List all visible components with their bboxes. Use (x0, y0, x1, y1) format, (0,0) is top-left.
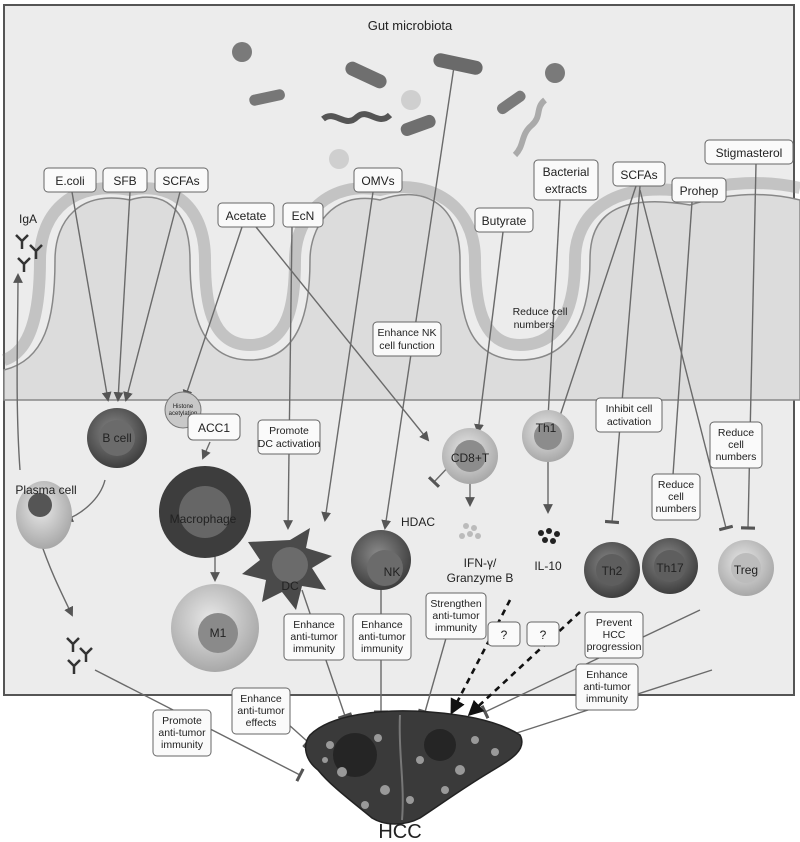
svg-text:Enhance: Enhance (361, 619, 403, 631)
ifn-label-2: Granzyme B (447, 571, 514, 585)
svg-text:Promote: Promote (269, 425, 309, 437)
svg-text:progression: progression (587, 641, 642, 653)
label-prohep: Prohep (680, 184, 719, 198)
liver-hcc (304, 710, 523, 825)
immune-cells: B cell Plasma cell Histone acetylation A… (15, 391, 774, 672)
svg-text:anti-tumor: anti-tumor (583, 681, 631, 693)
svg-text:Enhance NK: Enhance NK (378, 327, 437, 339)
svg-text:effects: effects (246, 717, 277, 729)
cell-dc: DC (281, 579, 299, 593)
svg-text:immunity: immunity (586, 693, 629, 705)
svg-text:Reduce cell: Reduce cell (513, 306, 568, 318)
cell-th2: Th2 (602, 564, 623, 578)
label-scfas-2: SCFAs (620, 168, 657, 182)
q-label-2: ? (540, 628, 547, 642)
svg-text:Enhance: Enhance (293, 619, 335, 631)
histone-line-2: acetylation (169, 411, 198, 417)
label-omvs: OMVs (361, 174, 394, 188)
svg-text:Reduce: Reduce (658, 479, 694, 491)
label-butyrate: Butyrate (482, 214, 527, 228)
il10-granules (538, 528, 560, 544)
microbes (232, 42, 565, 169)
label-ecoli: E.coli (55, 174, 84, 188)
svg-text:anti-tumor: anti-tumor (358, 631, 406, 643)
microbe-label-boxes: E.coli SFB SCFAs Acetate EcN OMVs Butyra… (43, 139, 794, 233)
label-scfas-1: SCFAs (162, 174, 199, 188)
svg-text:numbers: numbers (716, 451, 757, 463)
label-extracts: extracts (545, 182, 587, 196)
iga-label: IgA (19, 212, 37, 226)
svg-text:Strengthen: Strengthen (430, 598, 482, 610)
svg-text:immunity: immunity (435, 622, 478, 634)
title-gut-microbiota: Gut microbiota (368, 18, 453, 33)
svg-text:immunity: immunity (161, 739, 204, 751)
ifn-label-1: IFN-γ/ (464, 556, 497, 570)
svg-text:numbers: numbers (514, 319, 555, 331)
svg-text:Prevent: Prevent (596, 617, 632, 629)
svg-text:HCC: HCC (603, 629, 626, 641)
label-bacterial: Bacterial (543, 165, 590, 179)
q-label-1: ? (501, 628, 508, 642)
villi-epithelium (3, 193, 800, 401)
svg-text:Promote: Promote (162, 715, 202, 727)
cell-th1: Th1 (536, 421, 557, 435)
svg-text:Enhance: Enhance (240, 693, 282, 705)
cell-macrophage: Macrophage (170, 512, 237, 526)
cell-cd8: CD8+T (451, 451, 490, 465)
acc1-label: ACC1 (198, 421, 230, 435)
svg-text:Reduce: Reduce (718, 427, 754, 439)
cell-b: B cell (102, 431, 131, 445)
hcc-label: HCC (378, 821, 421, 842)
label-acetate: Acetate (226, 209, 267, 223)
svg-text:anti-tumor: anti-tumor (237, 705, 285, 717)
q-box-2 (526, 621, 560, 647)
hdac-label: HDAC (401, 515, 435, 529)
svg-text:cell function: cell function (379, 340, 435, 352)
iga-antibodies (15, 234, 93, 674)
svg-text:cell: cell (668, 491, 684, 503)
q-box-1 (487, 621, 521, 647)
svg-text:cell: cell (728, 439, 744, 451)
cell-treg: Treg (734, 563, 758, 577)
svg-text:immunity: immunity (293, 643, 336, 655)
label-stigmasterol: Stigmasterol (716, 146, 783, 160)
label-ecn: EcN (292, 209, 315, 223)
svg-text:anti-tumor: anti-tumor (432, 610, 480, 622)
cell-m1: M1 (210, 626, 227, 640)
cell-nk: NK (384, 565, 401, 579)
svg-text:anti-tumor: anti-tumor (158, 727, 206, 739)
histone-line-1: Histone (173, 404, 194, 410)
cell-plasma: Plasma cell (15, 483, 76, 497)
ifn-granules (459, 523, 481, 539)
svg-text:Enhance: Enhance (586, 669, 628, 681)
svg-text:numbers: numbers (656, 503, 697, 515)
svg-text:immunity: immunity (361, 643, 404, 655)
label-sfb: SFB (113, 174, 136, 188)
cell-th17: Th17 (656, 561, 684, 575)
il10-label: IL-10 (534, 559, 562, 573)
svg-text:Inhibit cell: Inhibit cell (606, 403, 653, 415)
svg-text:anti-tumor: anti-tumor (290, 631, 338, 643)
svg-text:DC activation: DC activation (258, 438, 321, 450)
svg-text:activation: activation (607, 416, 652, 428)
effect-boxes: Promote DC activation Enhance NK cell fu… (152, 306, 763, 757)
